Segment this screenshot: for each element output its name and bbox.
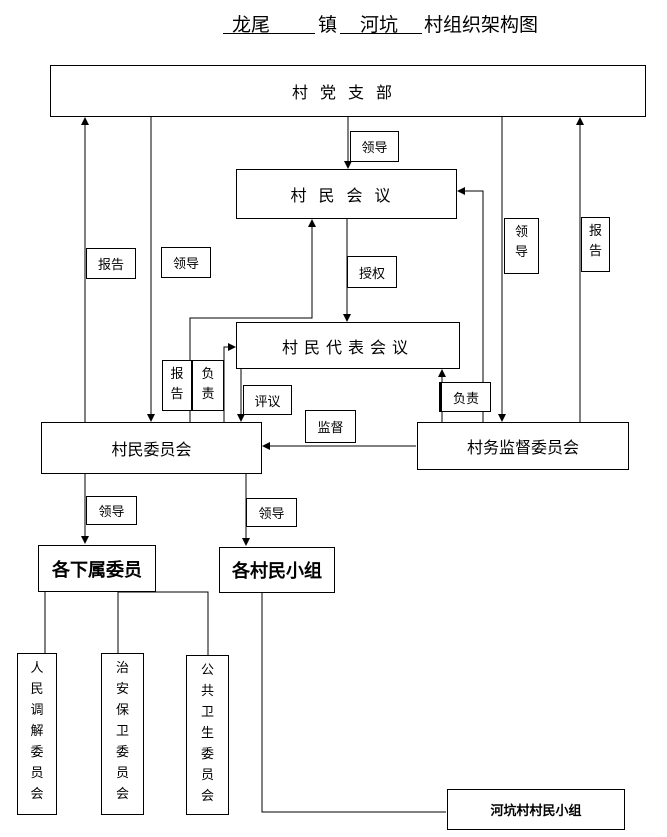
label-party-to-meeting: 领导 xyxy=(350,131,399,162)
security-committee-label: 治安保卫委员会 xyxy=(115,661,129,802)
label-report-mid: 报告 xyxy=(162,360,192,411)
hekeng-villager-group-box: 河坑村村民小组 xyxy=(447,789,625,830)
affairs-supervision-committee-box: 村务监督委员会 xyxy=(417,422,629,470)
villagers-committee-box: 村民委员会 xyxy=(41,422,262,474)
title-town-suffix: 镇 xyxy=(318,14,338,36)
villagers-meeting-label: 村民会议 xyxy=(290,186,403,205)
subordinate-committees-label: 各下属委员 xyxy=(52,559,142,581)
mediation-committee-box: 人民调解委员会 xyxy=(17,653,57,815)
label-responsible-right: 负责 xyxy=(439,382,491,412)
title-underline-village xyxy=(340,33,422,34)
label-responsible-mid-text: 负责 xyxy=(201,367,215,402)
representatives-meeting-label: 村民代表会议 xyxy=(281,337,414,357)
title-village-name: 河坑 xyxy=(360,14,399,36)
label-evaluate: 评议 xyxy=(243,385,292,415)
party-branch-label: 村党支部 xyxy=(291,83,404,102)
label-report-right: 报告 xyxy=(581,217,610,272)
security-committee-box: 治安保卫委员会 xyxy=(101,653,144,815)
label-lead-left: 领导 xyxy=(161,247,211,278)
line-supervision-to-meeting xyxy=(457,187,484,422)
public-health-committee-label: 公共卫生委员会 xyxy=(200,663,214,804)
label-lead-right: 领导 xyxy=(504,218,539,274)
label-report-mid-text: 报告 xyxy=(170,367,184,402)
subordinate-committees-box: 各下属委员 xyxy=(38,545,156,592)
label-report-right-text: 报告 xyxy=(588,224,602,259)
party-branch-box: 村党支部 xyxy=(50,65,646,117)
title-village-suffix: 村组织架构图 xyxy=(424,14,539,36)
villagers-committee-label: 村民委员会 xyxy=(111,440,192,459)
title-underline-town xyxy=(223,33,315,34)
label-committee-to-sub: 领导 xyxy=(86,496,137,525)
line-groups-to-hekeng xyxy=(261,593,446,813)
villager-groups-label: 各村民小组 xyxy=(232,561,322,582)
mediation-committee-label: 人民调解委员会 xyxy=(30,661,44,802)
villagers-meeting-box: 村民会议 xyxy=(236,169,457,219)
title-town-name: 龙尾 xyxy=(232,14,271,36)
label-supervise: 监督 xyxy=(305,410,356,443)
label-responsible-mid: 负责 xyxy=(192,360,224,411)
line-branch-health xyxy=(118,591,209,655)
villager-groups-box: 各村民小组 xyxy=(219,547,335,593)
line-committee-responsible-reps xyxy=(223,343,236,422)
hekeng-villager-group-label: 河坑村村民小组 xyxy=(490,804,582,819)
public-health-committee-box: 公共卫生委员会 xyxy=(186,655,229,815)
diagram-title: 龙尾 镇 河坑 村组织架构图 xyxy=(0,10,667,36)
representatives-meeting-box: 村民代表会议 xyxy=(236,322,460,369)
affairs-supervision-committee-label: 村务监督委员会 xyxy=(466,438,579,457)
label-committee-to-groups: 领导 xyxy=(246,498,297,527)
label-lead-right-text: 领导 xyxy=(514,225,528,260)
label-report-left: 报告 xyxy=(86,248,136,279)
label-meeting-to-reps: 授权 xyxy=(347,256,397,288)
